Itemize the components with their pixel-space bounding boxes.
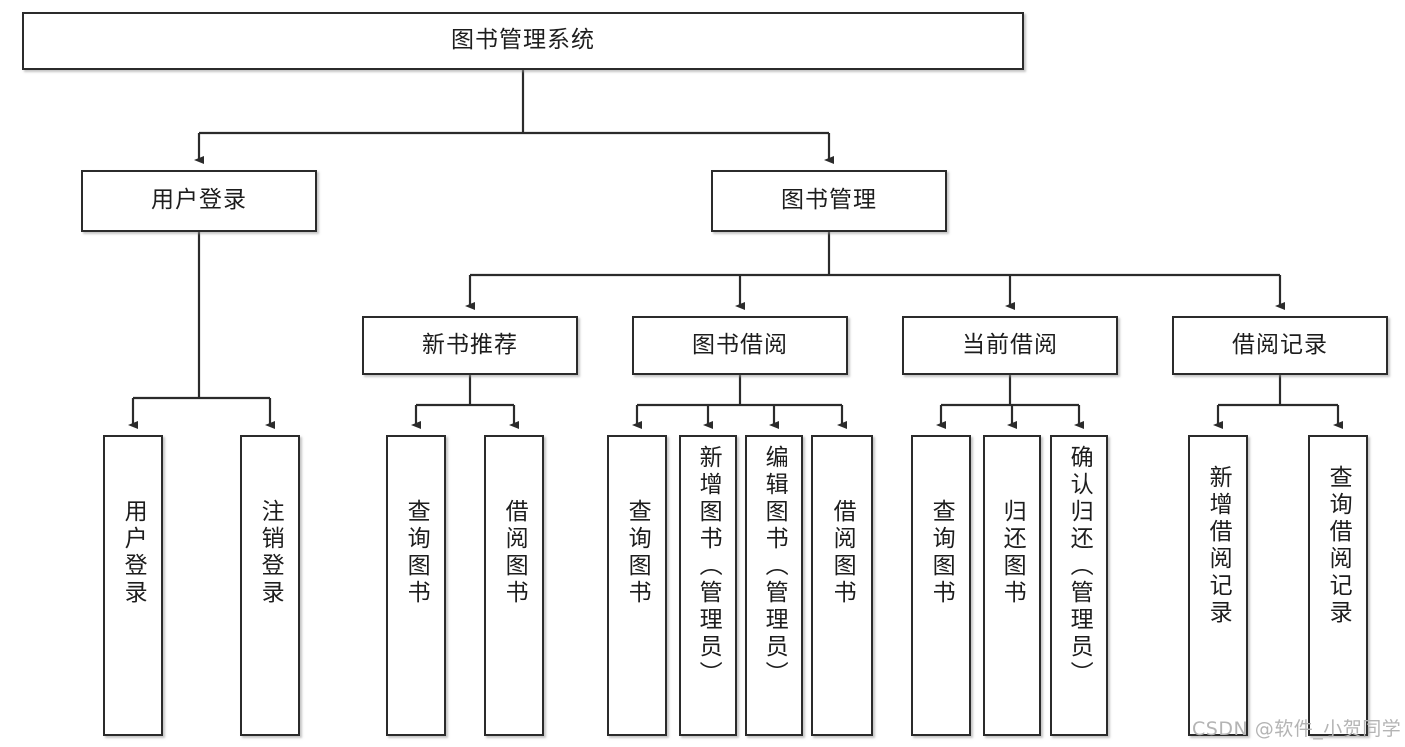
leaf-current-query-book[interactable]: 查询图书 [911,435,971,736]
leaf-borrow-lend-book[interactable]: 借阅图书 [811,435,873,736]
node-root[interactable]: 图书管理系统 [22,12,1024,70]
leaf-record-add-record-label: 新增借阅记录 [1205,465,1232,627]
node-user-login[interactable]: 用户登录 [81,170,317,232]
leaf-current-query-book-label: 查询图书 [928,499,955,607]
leaf-borrow-add-book-admin[interactable]: 新增图书（管理员） [679,435,737,736]
leaf-current-return-book-label: 归还图书 [999,499,1026,607]
leaf-current-confirm-return-admin[interactable]: 确认归还（管理员） [1050,435,1108,736]
node-new-book-recommend[interactable]: 新书推荐 [362,316,578,375]
leaf-current-return-book[interactable]: 归还图书 [983,435,1041,736]
node-book-management-label: 图书管理 [781,187,877,214]
node-current-borrow[interactable]: 当前借阅 [902,316,1118,375]
leaf-newbook-borrow-book[interactable]: 借阅图书 [484,435,544,736]
node-book-management[interactable]: 图书管理 [711,170,947,232]
leaf-borrow-lend-book-label: 借阅图书 [829,499,856,607]
leaf-user-logout-label: 注销登录 [257,499,284,607]
leaf-borrow-query-book-label: 查询图书 [624,499,651,607]
leaf-user-login-label: 用户登录 [120,499,147,607]
leaf-borrow-query-book[interactable]: 查询图书 [607,435,667,736]
leaf-user-logout[interactable]: 注销登录 [240,435,300,736]
node-book-borrow[interactable]: 图书借阅 [632,316,848,375]
node-new-book-recommend-label: 新书推荐 [422,331,518,358]
leaf-borrow-edit-book-admin[interactable]: 编辑图书（管理员） [745,435,803,736]
leaf-current-confirm-return-admin-label: 确认归还（管理员） [1066,445,1093,688]
csdn-watermark: CSDN @软件_小贺同学 [1192,718,1402,740]
leaf-newbook-query-book[interactable]: 查询图书 [386,435,446,736]
leaf-borrow-edit-book-admin-label: 编辑图书（管理员） [761,445,788,688]
leaf-borrow-add-book-admin-label: 新增图书（管理员） [695,445,722,688]
leaf-record-add-record[interactable]: 新增借阅记录 [1188,435,1248,736]
leaf-newbook-borrow-book-label: 借阅图书 [501,499,528,607]
leaf-record-query-record[interactable]: 查询借阅记录 [1308,435,1368,736]
leaf-user-login[interactable]: 用户登录 [103,435,163,736]
node-book-borrow-label: 图书借阅 [692,331,788,358]
node-user-login-label: 用户登录 [151,187,247,214]
node-current-borrow-label: 当前借阅 [962,331,1058,358]
node-borrow-record[interactable]: 借阅记录 [1172,316,1388,375]
node-borrow-record-label: 借阅记录 [1232,331,1328,358]
leaf-record-query-record-label: 查询借阅记录 [1325,465,1352,627]
node-root-label: 图书管理系统 [451,27,595,54]
leaf-newbook-query-book-label: 查询图书 [403,499,430,607]
